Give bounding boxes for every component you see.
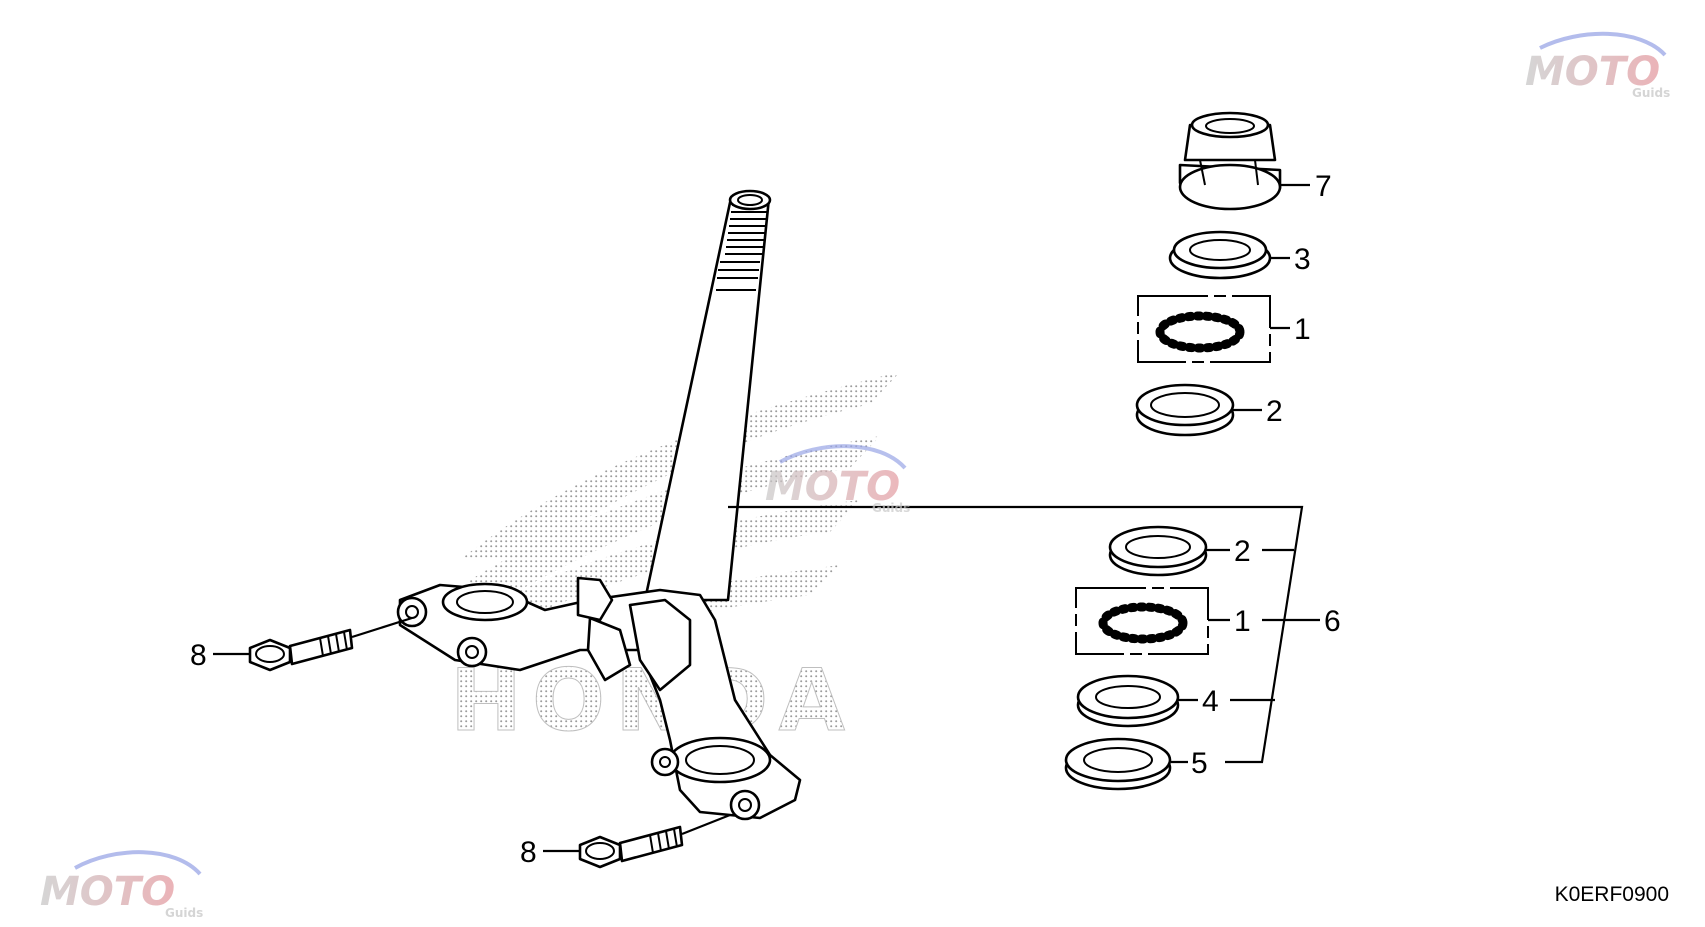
- watermark-sub-bottom: Guids: [165, 906, 203, 920]
- lower-outer-race: [1108, 525, 1208, 577]
- callout-1-lower: 1: [1234, 605, 1251, 638]
- lower-inner-race: [1076, 674, 1180, 728]
- callout-2-upper: 2: [1266, 395, 1283, 428]
- lower-triple-clamp: [396, 576, 802, 821]
- watermark-sub: Guids: [1632, 86, 1670, 100]
- watermark-word-bottom: MOTO: [40, 869, 175, 915]
- drawing-code: K0ERF0900: [1554, 883, 1669, 906]
- watermark-word: MOTO: [1525, 49, 1660, 95]
- callout-1-upper: 1: [1294, 313, 1311, 346]
- callout-8-upper: 8: [190, 639, 207, 672]
- leader-lines: [213, 183, 1320, 853]
- watermark-bottom-left: MOTO Guids: [40, 850, 203, 920]
- callout-7: 7: [1315, 170, 1332, 203]
- watermark-top-right: MOTO Guids: [1525, 31, 1670, 100]
- callout-3: 3: [1294, 243, 1311, 276]
- steering-stem-nut: [1178, 111, 1282, 211]
- watermark-sub-center: Guids: [872, 501, 910, 515]
- watermark-word-center: MOTO: [765, 464, 900, 510]
- lower-ball-bearing: [1075, 587, 1209, 655]
- callout-8-lower: 8: [520, 836, 537, 869]
- callout-6: 6: [1324, 605, 1341, 638]
- callout-labels: 7 3 1 2 2 1 6 4 5 8 8: [190, 170, 1341, 869]
- bolt-upper: [248, 628, 354, 672]
- upper-inner-race: [1168, 230, 1272, 280]
- upper-outer-race: [1135, 383, 1235, 437]
- callout-4: 4: [1202, 685, 1219, 718]
- callout-5: 5: [1191, 747, 1208, 780]
- watermark-center: MOTO Guids: [765, 444, 910, 515]
- dust-seal: [1064, 737, 1172, 791]
- steering-stem: [643, 189, 772, 602]
- bolt-lower: [578, 825, 684, 869]
- callout-2-lower: 2: [1234, 535, 1251, 568]
- upper-ball-bearing: [1137, 295, 1271, 363]
